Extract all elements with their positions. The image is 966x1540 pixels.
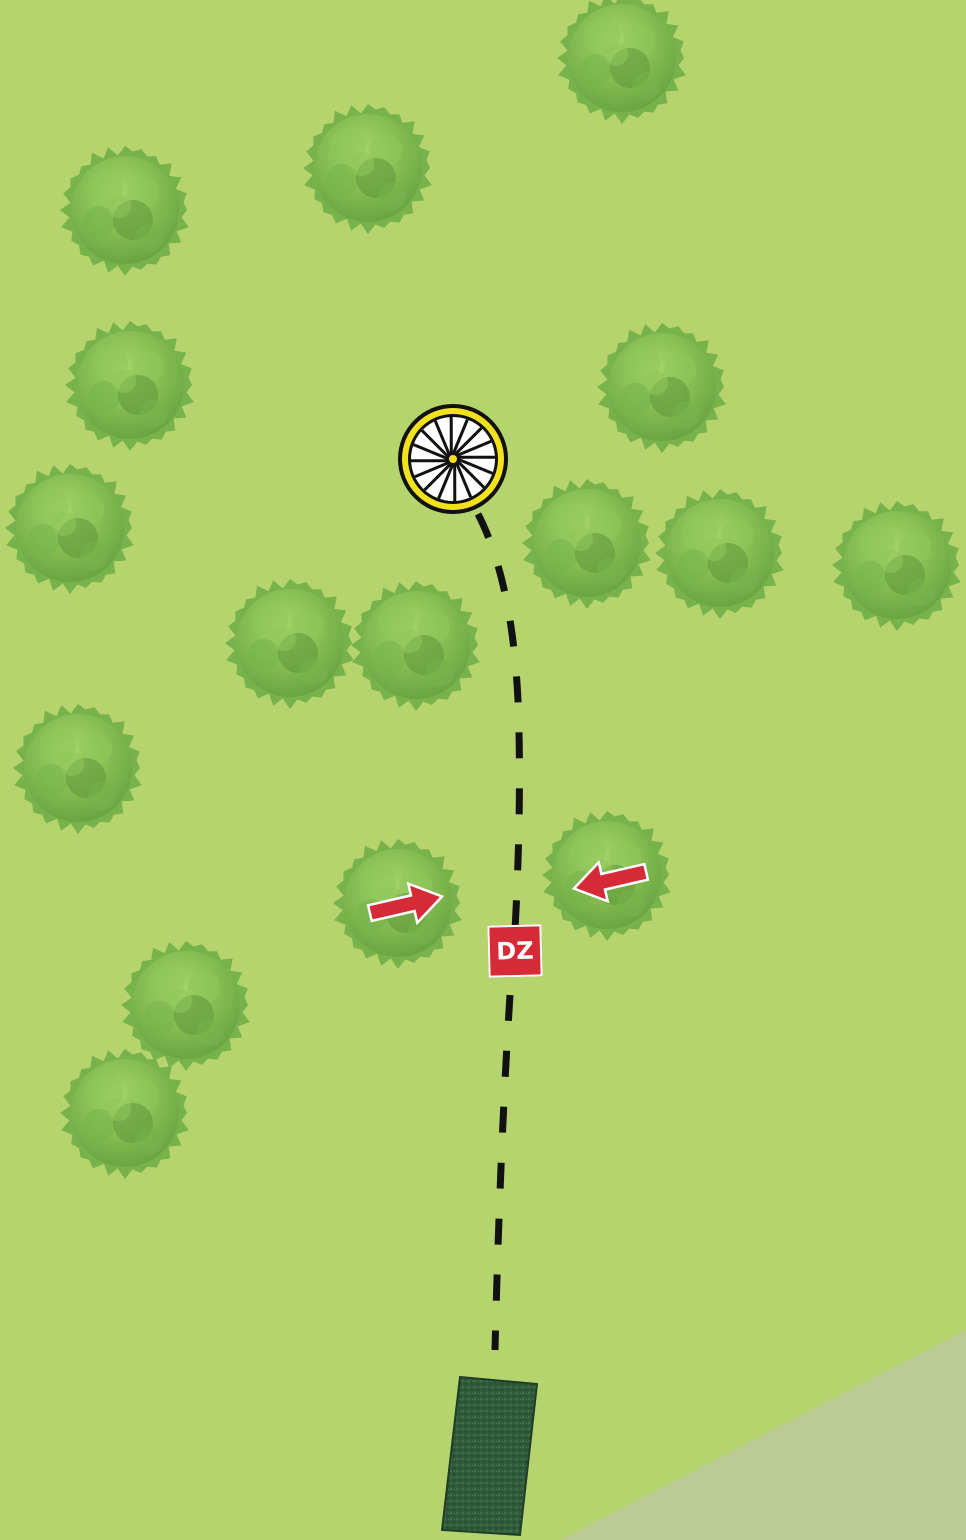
bicycle-wheel-target-icon bbox=[398, 404, 508, 514]
tee-box-icon bbox=[442, 1377, 537, 1535]
drop-zone-label: DZ bbox=[487, 924, 542, 977]
